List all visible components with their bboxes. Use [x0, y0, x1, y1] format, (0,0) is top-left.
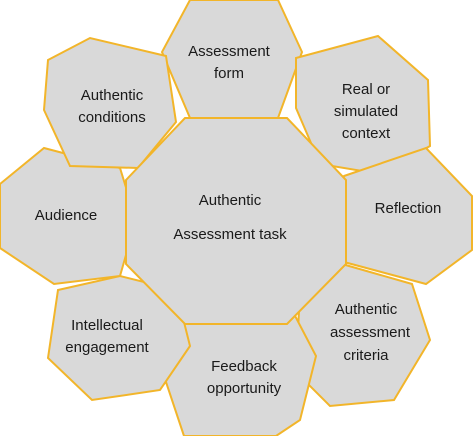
node-engagement-line2: engagement — [65, 339, 149, 356]
center-line2: Assessment task — [173, 226, 287, 243]
node-real-context-line1: Real or — [342, 81, 390, 98]
heptagon-conditions — [42, 36, 178, 170]
node-assessment-form-line1: Assessment — [188, 43, 271, 60]
octagon-center — [125, 117, 347, 325]
node-assessment-form-line2: form — [214, 65, 244, 82]
node-real-context-line2: simulated — [334, 103, 398, 120]
node-assessment-form: Assessment form — [160, 0, 304, 119]
node-criteria: Authentic assessment criteria — [294, 262, 432, 408]
node-audience-line1: Audience — [35, 207, 98, 224]
node-real-context-line3: context — [342, 125, 391, 142]
node-criteria-line1: Authentic — [335, 301, 398, 318]
node-audience: Audience — [0, 146, 138, 286]
center-node: Authentic Assessment task — [125, 117, 347, 325]
node-reflection-line1: Reflection — [375, 200, 442, 217]
node-conditions: Authentic conditions — [42, 36, 178, 170]
node-feedback-line2: opportunity — [207, 380, 282, 397]
node-conditions-line2: conditions — [78, 109, 146, 126]
node-engagement-line1: Intellectual — [71, 317, 143, 334]
center-line1: Authentic — [199, 192, 262, 209]
node-feedback: Feedback opportunity — [162, 298, 318, 436]
node-conditions-line1: Authentic — [81, 87, 144, 104]
node-criteria-line2: assessment — [330, 324, 411, 341]
node-feedback-line1: Feedback — [211, 358, 277, 375]
node-criteria-line3: criteria — [343, 347, 389, 364]
node-engagement: Intellectual engagement — [46, 274, 192, 402]
heptagon-engagement — [46, 274, 192, 402]
